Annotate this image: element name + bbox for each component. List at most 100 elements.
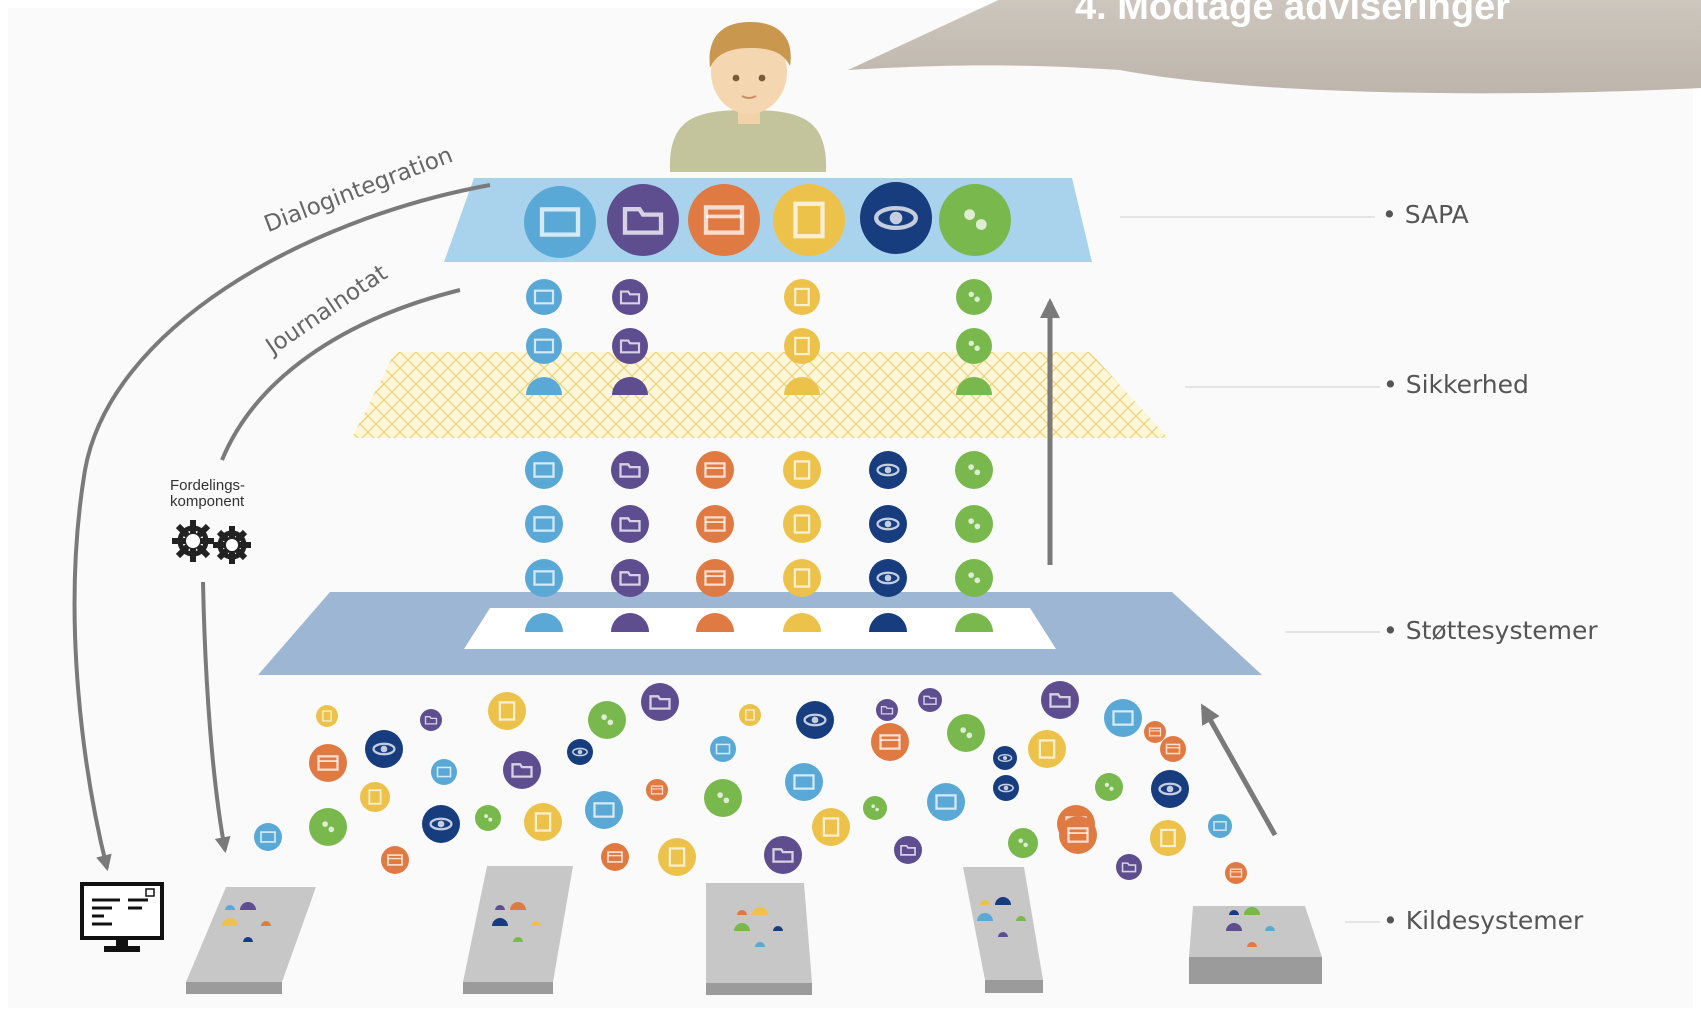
dialogintegration-arrow bbox=[72, 183, 491, 872]
gear-icon bbox=[213, 526, 251, 564]
calendar-icon bbox=[1059, 816, 1097, 854]
component-label-line1: Fordelings- bbox=[170, 477, 246, 494]
folder-icon bbox=[894, 836, 922, 864]
folder-icon bbox=[612, 279, 648, 315]
card-icon bbox=[526, 328, 562, 364]
globe-icon bbox=[704, 779, 742, 817]
fordeling-arrow bbox=[201, 581, 231, 854]
eye-icon bbox=[1151, 770, 1189, 808]
folder-icon bbox=[611, 451, 649, 489]
document-icon bbox=[360, 782, 390, 812]
globe-icon bbox=[1095, 773, 1123, 801]
card-icon bbox=[755, 942, 765, 947]
document-icon bbox=[784, 377, 820, 395]
card-icon bbox=[431, 759, 457, 785]
component-label-line2: komponent bbox=[170, 493, 245, 510]
callout-text: 4. Modtage adviseringer bbox=[1075, 0, 1511, 28]
icon-columns bbox=[524, 182, 1011, 632]
eye-icon bbox=[993, 775, 1019, 801]
gear-icon bbox=[172, 520, 214, 562]
background-panel bbox=[8, 8, 1693, 1008]
card-icon bbox=[585, 791, 623, 829]
card-icon bbox=[525, 559, 563, 597]
document-icon bbox=[783, 451, 821, 489]
source-system-slab bbox=[186, 887, 316, 994]
globe-icon bbox=[1244, 907, 1260, 915]
source-system-slab bbox=[706, 883, 812, 995]
folder-icon bbox=[998, 932, 1008, 937]
calendar-icon bbox=[381, 846, 409, 874]
eye-icon bbox=[492, 918, 508, 926]
source-up-arrow bbox=[1200, 703, 1278, 837]
globe-icon bbox=[513, 937, 523, 942]
folder-icon bbox=[764, 836, 802, 874]
globe-icon bbox=[863, 796, 887, 820]
folder-icon bbox=[503, 751, 541, 789]
layer-label-sapa: • SAPA bbox=[1382, 200, 1469, 229]
calendar-icon bbox=[696, 505, 734, 543]
document-icon bbox=[222, 918, 238, 926]
folder-sapa-icon bbox=[607, 184, 679, 256]
globe-icon bbox=[956, 377, 992, 395]
folder-icon bbox=[612, 328, 648, 364]
calendar-icon bbox=[1225, 862, 1247, 884]
document-icon bbox=[783, 505, 821, 543]
document-icon bbox=[488, 692, 526, 730]
card-icon bbox=[254, 823, 282, 851]
folder-icon bbox=[1226, 923, 1242, 931]
callout-bubble bbox=[848, 0, 1701, 94]
eye-sapa-icon bbox=[860, 182, 932, 254]
card-icon bbox=[710, 736, 736, 762]
source-system-slab bbox=[1189, 906, 1322, 984]
person-illustration bbox=[669, 22, 827, 172]
eye-icon bbox=[993, 746, 1017, 770]
calendar-icon bbox=[261, 921, 271, 926]
card-icon bbox=[525, 505, 563, 543]
card-icon bbox=[525, 613, 563, 632]
source-system-slab bbox=[963, 867, 1043, 993]
card-icon bbox=[977, 913, 993, 921]
card-icon bbox=[1104, 699, 1142, 737]
card-sapa-icon bbox=[524, 186, 596, 258]
folder-icon bbox=[876, 699, 898, 721]
calendar-icon bbox=[510, 902, 526, 910]
document-icon bbox=[784, 328, 820, 364]
globe-icon bbox=[955, 505, 993, 543]
globe-icon bbox=[734, 923, 750, 931]
globe-icon bbox=[956, 328, 992, 364]
globe-icon bbox=[1016, 916, 1026, 921]
folder-icon bbox=[420, 709, 442, 731]
calendar-icon bbox=[1144, 721, 1166, 743]
eye-icon bbox=[567, 739, 593, 765]
globe-icon bbox=[955, 559, 993, 597]
eye-icon bbox=[1229, 910, 1239, 915]
document-sapa-icon bbox=[773, 184, 845, 256]
stottesystemer-window bbox=[464, 608, 1056, 649]
document-icon bbox=[1028, 730, 1066, 768]
folder-icon bbox=[1041, 681, 1079, 719]
document-icon bbox=[1150, 820, 1186, 856]
calendar-icon bbox=[1247, 942, 1257, 947]
globe-icon bbox=[588, 701, 626, 739]
folder-icon bbox=[612, 377, 648, 395]
calendar-icon bbox=[601, 843, 629, 871]
document-icon bbox=[784, 279, 820, 315]
folder-icon bbox=[611, 613, 649, 632]
layer-label-stottesystemer: • Støttesystemer bbox=[1383, 616, 1598, 645]
document-icon bbox=[980, 900, 990, 905]
folder-icon bbox=[641, 683, 679, 721]
calendar-icon bbox=[871, 723, 909, 761]
fordelingskomponent-label: Fordelings- komponent bbox=[170, 478, 245, 510]
globe-icon bbox=[309, 808, 347, 846]
journalnotat-line bbox=[220, 288, 461, 461]
document-icon bbox=[658, 838, 696, 876]
document-icon bbox=[783, 559, 821, 597]
globe-icon bbox=[955, 451, 993, 489]
card-icon bbox=[1208, 814, 1232, 838]
card-icon bbox=[526, 279, 562, 315]
calendar-icon bbox=[696, 559, 734, 597]
eye-icon bbox=[365, 730, 403, 768]
calendar-icon bbox=[1160, 736, 1186, 762]
eye-icon bbox=[869, 451, 907, 489]
